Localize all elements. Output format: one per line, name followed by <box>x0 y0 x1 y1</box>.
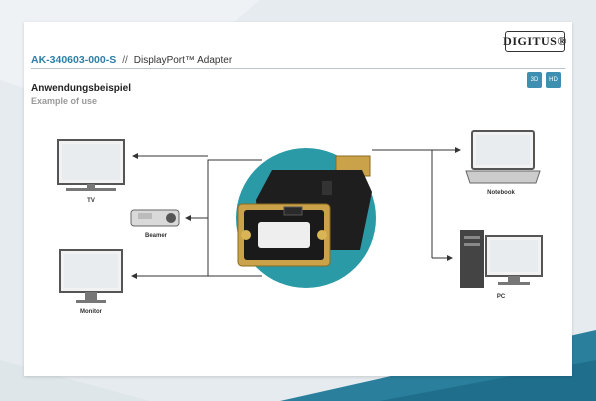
section-title-de: Anwendungsbeispiel <box>31 83 132 94</box>
header-separator: // <box>122 55 128 66</box>
pc-label: PC <box>496 294 506 300</box>
product-header: AK-340603-000-S // DisplayPort™ Adapter <box>31 54 232 66</box>
notebook-label: Notebook <box>487 190 515 196</box>
notebook-icon <box>465 130 541 184</box>
badge-hd-text: HD <box>549 77 558 83</box>
product-name: DisplayPort™ Adapter <box>133 55 233 66</box>
monitor-icon <box>59 249 123 303</box>
monitor-label: Monitor <box>80 309 102 315</box>
adapter-illustration <box>236 148 376 288</box>
feature-badges: 3D HD <box>527 72 561 88</box>
beamer-label: Beamer <box>144 233 167 239</box>
document-icon: 3D <box>527 72 542 88</box>
product-sku: AK-340603-000-S <box>31 54 117 66</box>
brand-logo-text: DIGITUS® <box>503 34 567 48</box>
tv-icon <box>57 139 125 191</box>
section-title-en: Example of use <box>31 96 98 106</box>
beamer-icon <box>130 209 180 227</box>
pc-icon <box>460 230 543 288</box>
connection-lines <box>131 147 461 279</box>
badge-3d-text: 3D <box>530 77 539 83</box>
brand-logo: DIGITUS® <box>503 31 567 52</box>
header-divider <box>31 68 565 69</box>
tv-label: TV <box>87 198 95 204</box>
hd-icon: HD <box>546 72 561 88</box>
